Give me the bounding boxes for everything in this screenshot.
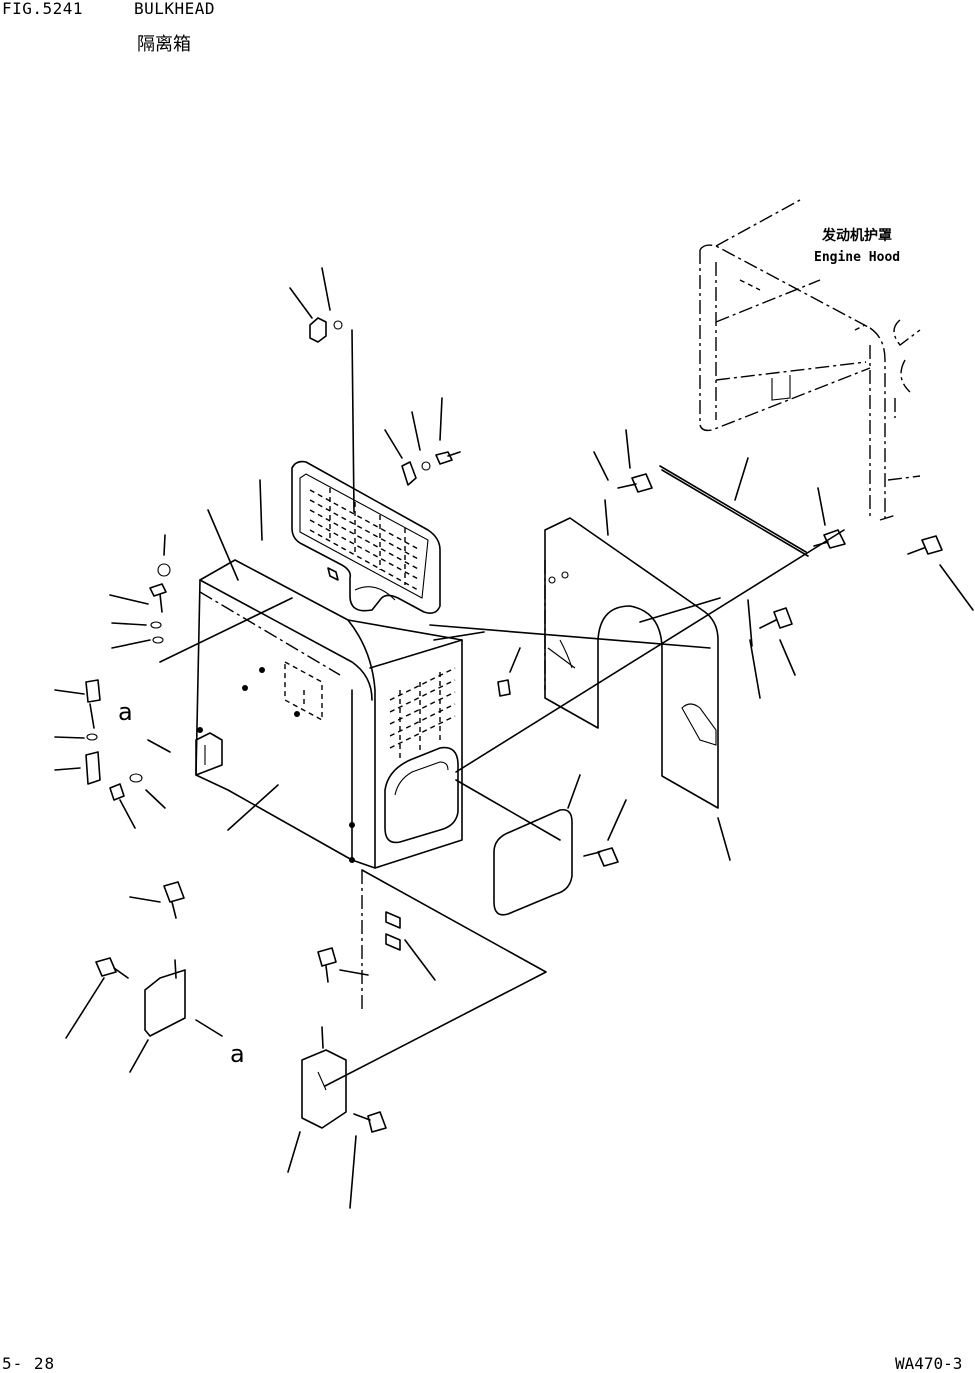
top-grille bbox=[291, 460, 441, 614]
firewall-panel-right bbox=[544, 465, 809, 809]
engine-hood-label-chinese: 发动机护罩 bbox=[822, 228, 892, 244]
reference-tag-a-lower: a bbox=[230, 1040, 245, 1068]
figure-number: FIG.5241 bbox=[2, 0, 84, 18]
assembly-lines bbox=[159, 329, 845, 1087]
leader-lines-upper bbox=[54, 267, 974, 1209]
figure-title: BULKHEAD bbox=[134, 0, 216, 18]
hardware bbox=[85, 317, 943, 1133]
bulkhead-box bbox=[195, 559, 463, 869]
engine-hood bbox=[699, 199, 921, 521]
lower-covers bbox=[144, 808, 573, 1129]
page-number: 5- 28 bbox=[2, 1354, 56, 1373]
engine-hood-label: Engine Hood bbox=[814, 250, 901, 265]
model-code: WA470-3 bbox=[895, 1354, 963, 1373]
reference-tag-a-upper: a bbox=[118, 698, 133, 726]
figure-title-chinese: 隔离箱 bbox=[137, 34, 191, 55]
